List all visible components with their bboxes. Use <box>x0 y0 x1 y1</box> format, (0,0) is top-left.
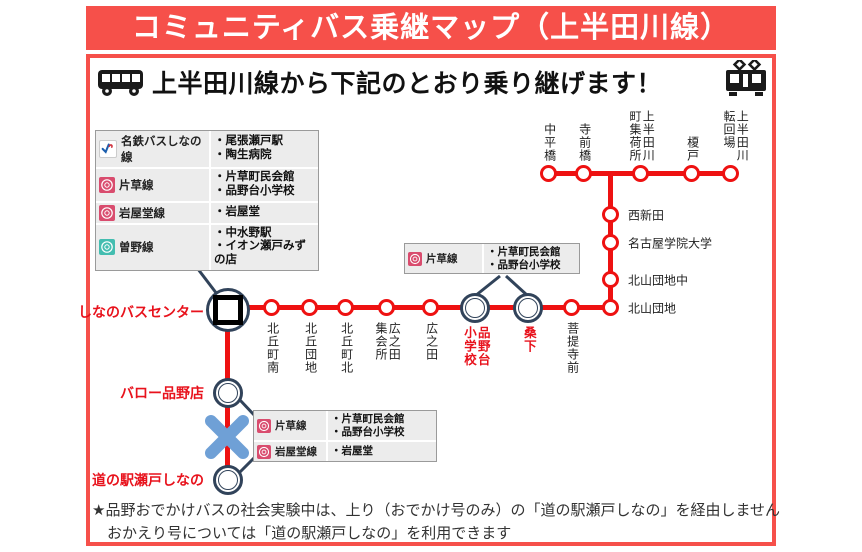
station-kitayamadanchi <box>602 299 619 316</box>
footnote-line2: おかえり号については「道の駅瀬戸しなの」を利用できます <box>107 525 512 543</box>
station-label: 中平橋 <box>542 123 557 162</box>
station-label: 北山団地 <box>628 301 677 316</box>
station-kitaokacho-kita <box>337 299 354 316</box>
legend-row: 名鉄バスしなの線 ・尾張瀬戸駅 ・陶生病院 <box>96 131 318 167</box>
heading-text: 上半田川線から下記のとおり乗り継げます！ <box>152 70 663 98</box>
legend-destinations: ・片草町民会館 ・品野台小学校 <box>326 411 436 441</box>
station-label: 寺前橋 <box>577 123 592 162</box>
iwayado-line-badge-icon <box>257 444 271 459</box>
legend-valor-michinoeki: 片草線 ・片草町民会館 ・品野台小学校 岩屋堂線 ・岩屋堂 <box>253 410 437 463</box>
legend-line-name: 片草線 <box>275 420 307 433</box>
legend-line-name: 片草線 <box>119 179 154 192</box>
katakusa-line-badge-icon <box>257 418 271 433</box>
legend-row: 岩屋堂線 ・岩屋堂 <box>96 200 318 223</box>
station-label: 広之田 集会所 <box>374 322 402 361</box>
station-label: しなのバスセンター <box>78 304 204 320</box>
station-nakahirabashi <box>540 165 557 182</box>
legend-row: 片草線 ・片草町民会館 ・品野台小学校 <box>96 167 318 201</box>
footnote: ★品野おでかけバスの社会実験中は、上り（おでかけ号のみ）の「道の駅瀬戸しなの」を… <box>92 499 780 546</box>
station-michinoeki-seto-shinano <box>213 465 243 495</box>
station-nagoyagakuin-univ <box>602 234 619 251</box>
tram-icon <box>724 60 768 98</box>
sono-line-badge-icon <box>99 239 115 256</box>
station-label: 桑下 <box>521 326 536 353</box>
legend-destinations: ・岩屋堂 <box>209 202 318 223</box>
station-label: 上半田川 町集荷所 <box>628 110 656 162</box>
legend-destinations: ・片草町民会館 ・品野台小学校 <box>209 169 318 201</box>
legend-line-name: 岩屋堂線 <box>275 446 317 459</box>
station-label: 名古屋学院大学 <box>628 236 713 251</box>
legend-destinations: ・岩屋堂 <box>326 442 436 462</box>
legend-destinations: ・尾張瀬戸駅 ・陶生病院 <box>209 131 318 167</box>
legend-shinanodai: 片草線 ・片草町民会館 ・品野台小学校 <box>404 243 580 275</box>
station-nishishinden <box>602 206 619 223</box>
station-hironoda <box>422 299 439 316</box>
bus-icon <box>96 66 146 98</box>
station-label: 北丘団地 <box>303 322 318 374</box>
legend-shinano-bus-center: 名鉄バスしなの線 ・尾張瀬戸駅 ・陶生病院 片草線 ・片草町民会館 ・品野台小学… <box>95 130 319 271</box>
station-shinano-bus-center <box>213 295 243 325</box>
station-label: 北山団地中 <box>628 273 689 288</box>
station-label: 北丘町南 <box>265 322 280 374</box>
legend-line-name: 曽野線 <box>119 242 154 255</box>
station-kamihandagawa-shukasho <box>632 165 649 182</box>
station-label: バロー品野店 <box>120 385 204 401</box>
legend-row: 片草線 ・片草町民会館 ・品野台小学校 <box>405 244 579 274</box>
legend-row: 岩屋堂線 ・岩屋堂 <box>254 440 436 462</box>
station-label: 広之田 <box>424 322 439 361</box>
station-label: 品野台 小学校 <box>462 326 490 367</box>
station-label: 榎戸 <box>685 136 700 162</box>
station-label: 道の駅瀬戸しなの <box>92 472 204 488</box>
station-label: 上半田川 転回場 <box>722 110 750 162</box>
station-shinanodai-elementary <box>460 293 490 323</box>
legend-line-name: 片草線 <box>426 253 458 266</box>
station-kamihandagawa-tenkaijo <box>722 165 739 182</box>
legend-line-name: 名鉄バスしなの線 <box>121 136 202 164</box>
rail-middle-horizontal <box>226 305 613 310</box>
station-label: 北丘町北 <box>339 322 354 374</box>
station-hironoda-shukaisho <box>378 299 395 316</box>
station-valor-shinanoten <box>213 378 243 408</box>
legend-row: 曽野線 ・中水野駅 ・イオン瀬戸みずの店 <box>96 222 318 270</box>
page-title-banner: コミュニティバス乗継マップ（上半田川線） <box>86 6 776 50</box>
station-kitaokadanchi <box>301 299 318 316</box>
station-kuwashita <box>513 293 543 323</box>
footnote-line1: ★品野おでかけバスの社会実験中は、上り（おでかけ号のみ）の「道の駅瀬戸しなの」を… <box>92 502 781 519</box>
katakusa-line-badge-icon <box>99 176 115 193</box>
legend-destinations: ・中水野駅 ・イオン瀬戸みずの店 <box>209 224 318 270</box>
meitetsu-logo-icon <box>99 140 117 158</box>
station-label: 西新田 <box>628 208 665 223</box>
station-kitayamadanchi-naka <box>602 271 619 288</box>
katakusa-line-badge-icon <box>408 251 422 266</box>
station-kitaokacho-minami <box>263 299 280 316</box>
station-bodaijimae <box>563 299 580 316</box>
station-label: 菩提寺前 <box>565 322 580 374</box>
legend-line-name: 岩屋堂線 <box>119 207 165 220</box>
legend-destinations: ・片草町民会館 ・品野台小学校 <box>482 244 579 274</box>
station-teramaebashi <box>575 165 592 182</box>
iwayado-line-badge-icon <box>99 204 115 221</box>
station-enokido <box>683 165 700 182</box>
legend-row: 片草線 ・片草町民会館 ・品野台小学校 <box>254 411 436 441</box>
